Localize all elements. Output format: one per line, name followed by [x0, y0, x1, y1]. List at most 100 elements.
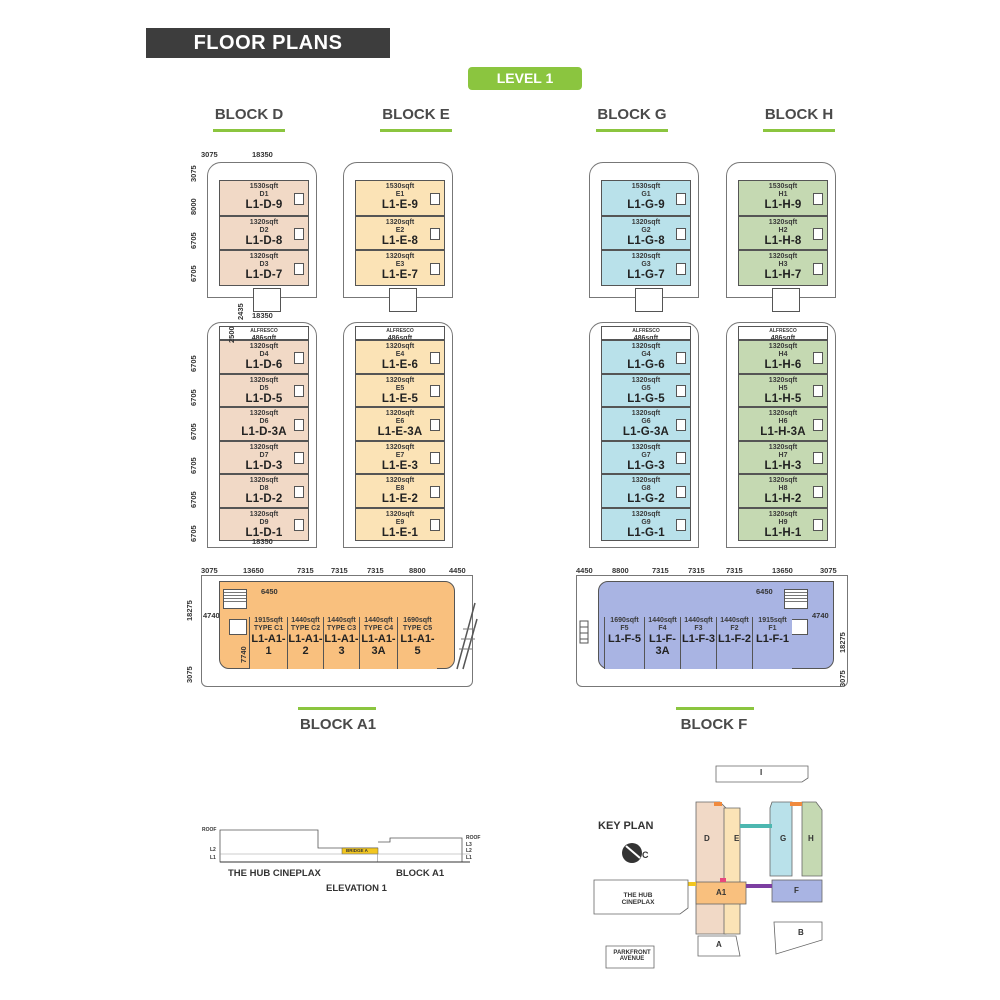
heading-block-e: BLOCK E: [356, 106, 476, 132]
unit-area: 1320sqft: [631, 219, 661, 226]
stair-icon: [676, 228, 686, 240]
unit-name: L1-E-9: [381, 199, 419, 211]
dim-d-side-b: 6705: [189, 525, 198, 542]
dim-top: 7315: [297, 566, 314, 575]
stair-icon: [294, 228, 304, 240]
dim-top: 7315: [652, 566, 669, 575]
unit-name: L1-F-1: [756, 633, 789, 645]
stair-icon: [635, 288, 663, 312]
key-block-b: B: [798, 928, 804, 937]
unit-area: 1320sqft: [385, 343, 415, 350]
unit-area: 1530sqft: [768, 183, 798, 190]
unit-area: 1320sqft: [768, 477, 798, 484]
tower-outline-bottom: [726, 322, 836, 548]
elev-block-label: BLOCK A1: [396, 868, 445, 879]
elev-l1: L1: [210, 855, 216, 861]
heading-block-e-label: BLOCK E: [382, 106, 450, 123]
alfresco-label: ALFRESCO: [632, 328, 660, 334]
dim-f-bottom-side: 3075: [838, 670, 847, 687]
unit-area: 1320sqft: [768, 410, 798, 417]
unit-name: L1-E-5: [381, 392, 419, 405]
unit-area: 1320sqft: [249, 477, 279, 484]
heading-block-h-label: BLOCK H: [764, 106, 834, 123]
dim-a1-inner: 6450: [261, 587, 278, 596]
heading-f-line: [676, 707, 754, 710]
unit-area: 1440sqft: [291, 617, 320, 624]
unit-code: G7: [641, 451, 651, 459]
key-parkfront: PARKFRONT AVENUE: [613, 950, 651, 962]
unit-type: TYPE C2: [290, 625, 321, 632]
unit-area: 1440sqft: [720, 617, 749, 624]
unit-area: 1915sqft: [254, 617, 283, 624]
stair-icon: [253, 288, 281, 312]
unit-code: E1: [395, 191, 405, 198]
heading-block-g: BLOCK G: [572, 106, 692, 132]
unit-area: 1530sqft: [249, 183, 279, 190]
lift-icon: [790, 619, 808, 635]
unit-area: 1320sqft: [768, 443, 798, 451]
stair-icon: [430, 485, 440, 498]
unit-name: L1-D-8: [245, 235, 283, 247]
unit-name: L1-G-9: [627, 199, 665, 211]
key-block-e: E: [734, 834, 740, 843]
unit-code: E4: [395, 351, 405, 358]
dim-d-side-3: 6705: [189, 232, 198, 249]
unit-name: L1-D-3A: [241, 426, 287, 438]
unit-name: L1-G-3: [627, 459, 665, 472]
unit-area: 1320sqft: [768, 376, 798, 384]
unit-name: L1-D-2: [245, 493, 283, 505]
unit-area: 1320sqft: [249, 443, 279, 451]
unit-name: L1-H-3: [764, 459, 802, 472]
